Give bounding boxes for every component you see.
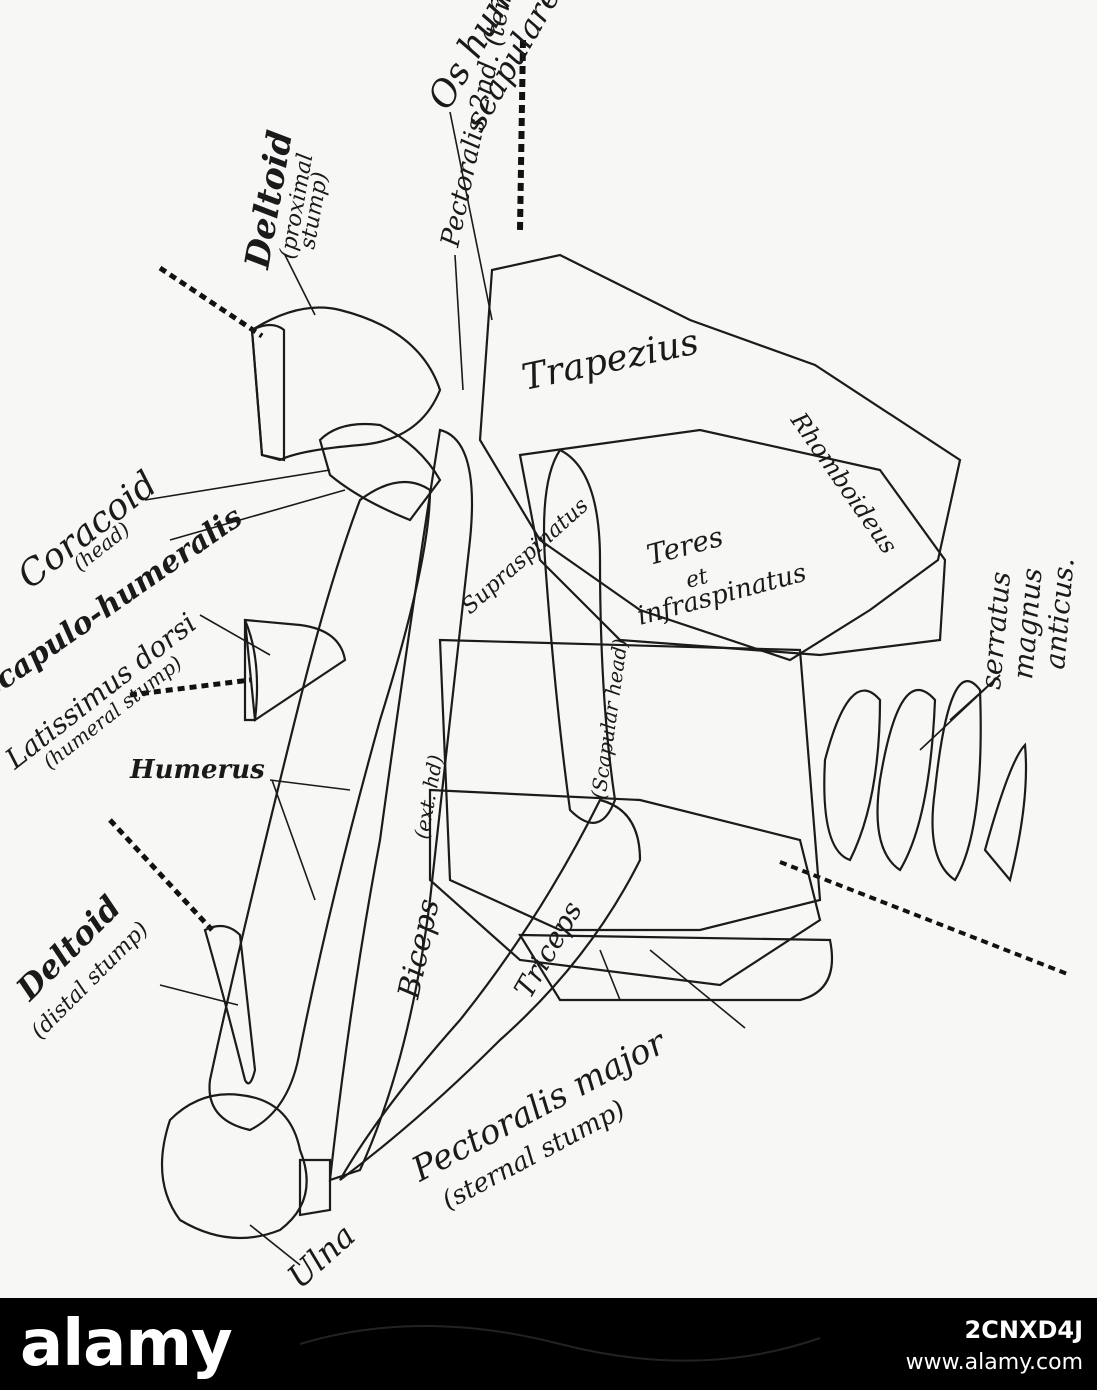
label-biceps: Biceps (391, 896, 446, 1003)
trapezius-rhomboideus-muscle (478, 253, 962, 662)
triceps-muscle (339, 798, 642, 1181)
ulna-elbow (160, 1093, 332, 1240)
scapular-head-muscle (542, 448, 617, 824)
label-humerus: Humerus (129, 755, 265, 785)
website-link[interactable]: www.alamy.com (905, 1350, 1083, 1375)
pectoralis-major-stump (428, 788, 834, 1002)
deltoid-distal-stump (203, 924, 257, 1085)
label-teres: Teres (643, 520, 726, 572)
alamy-logo: alamy (20, 1307, 233, 1381)
latissimus-dorsi-stump (243, 618, 347, 722)
muscle-illustration: Os humero scapulare. Pectoralis 2nd. (te… (0, 0, 1081, 1296)
label-rhomboideus: Rhomboideus (785, 407, 903, 560)
thoracic-region (438, 638, 822, 932)
humerus-bone (208, 480, 432, 1132)
biceps-muscle (328, 428, 474, 1182)
label-supraspinatus: Supraspinatus (457, 493, 593, 619)
serratus-bundles (823, 680, 1028, 883)
anatomical-plate: Os humero scapulare. Pectoralis 2nd. (te… (0, 0, 1081, 1296)
leader-lines (144, 111, 1001, 1266)
teres-infraspinatus-muscle (518, 428, 947, 657)
label-scapular-head: (Scapular head) (586, 637, 632, 801)
label-ulna: Ulna (280, 1216, 363, 1296)
coracoid-head (318, 422, 442, 522)
deltoid-proximal-stump (250, 306, 442, 462)
image-id: 2CNXD4J (964, 1316, 1083, 1344)
label-trapezius: Trapezius (518, 321, 702, 398)
suspension-chains (108, 39, 1071, 977)
